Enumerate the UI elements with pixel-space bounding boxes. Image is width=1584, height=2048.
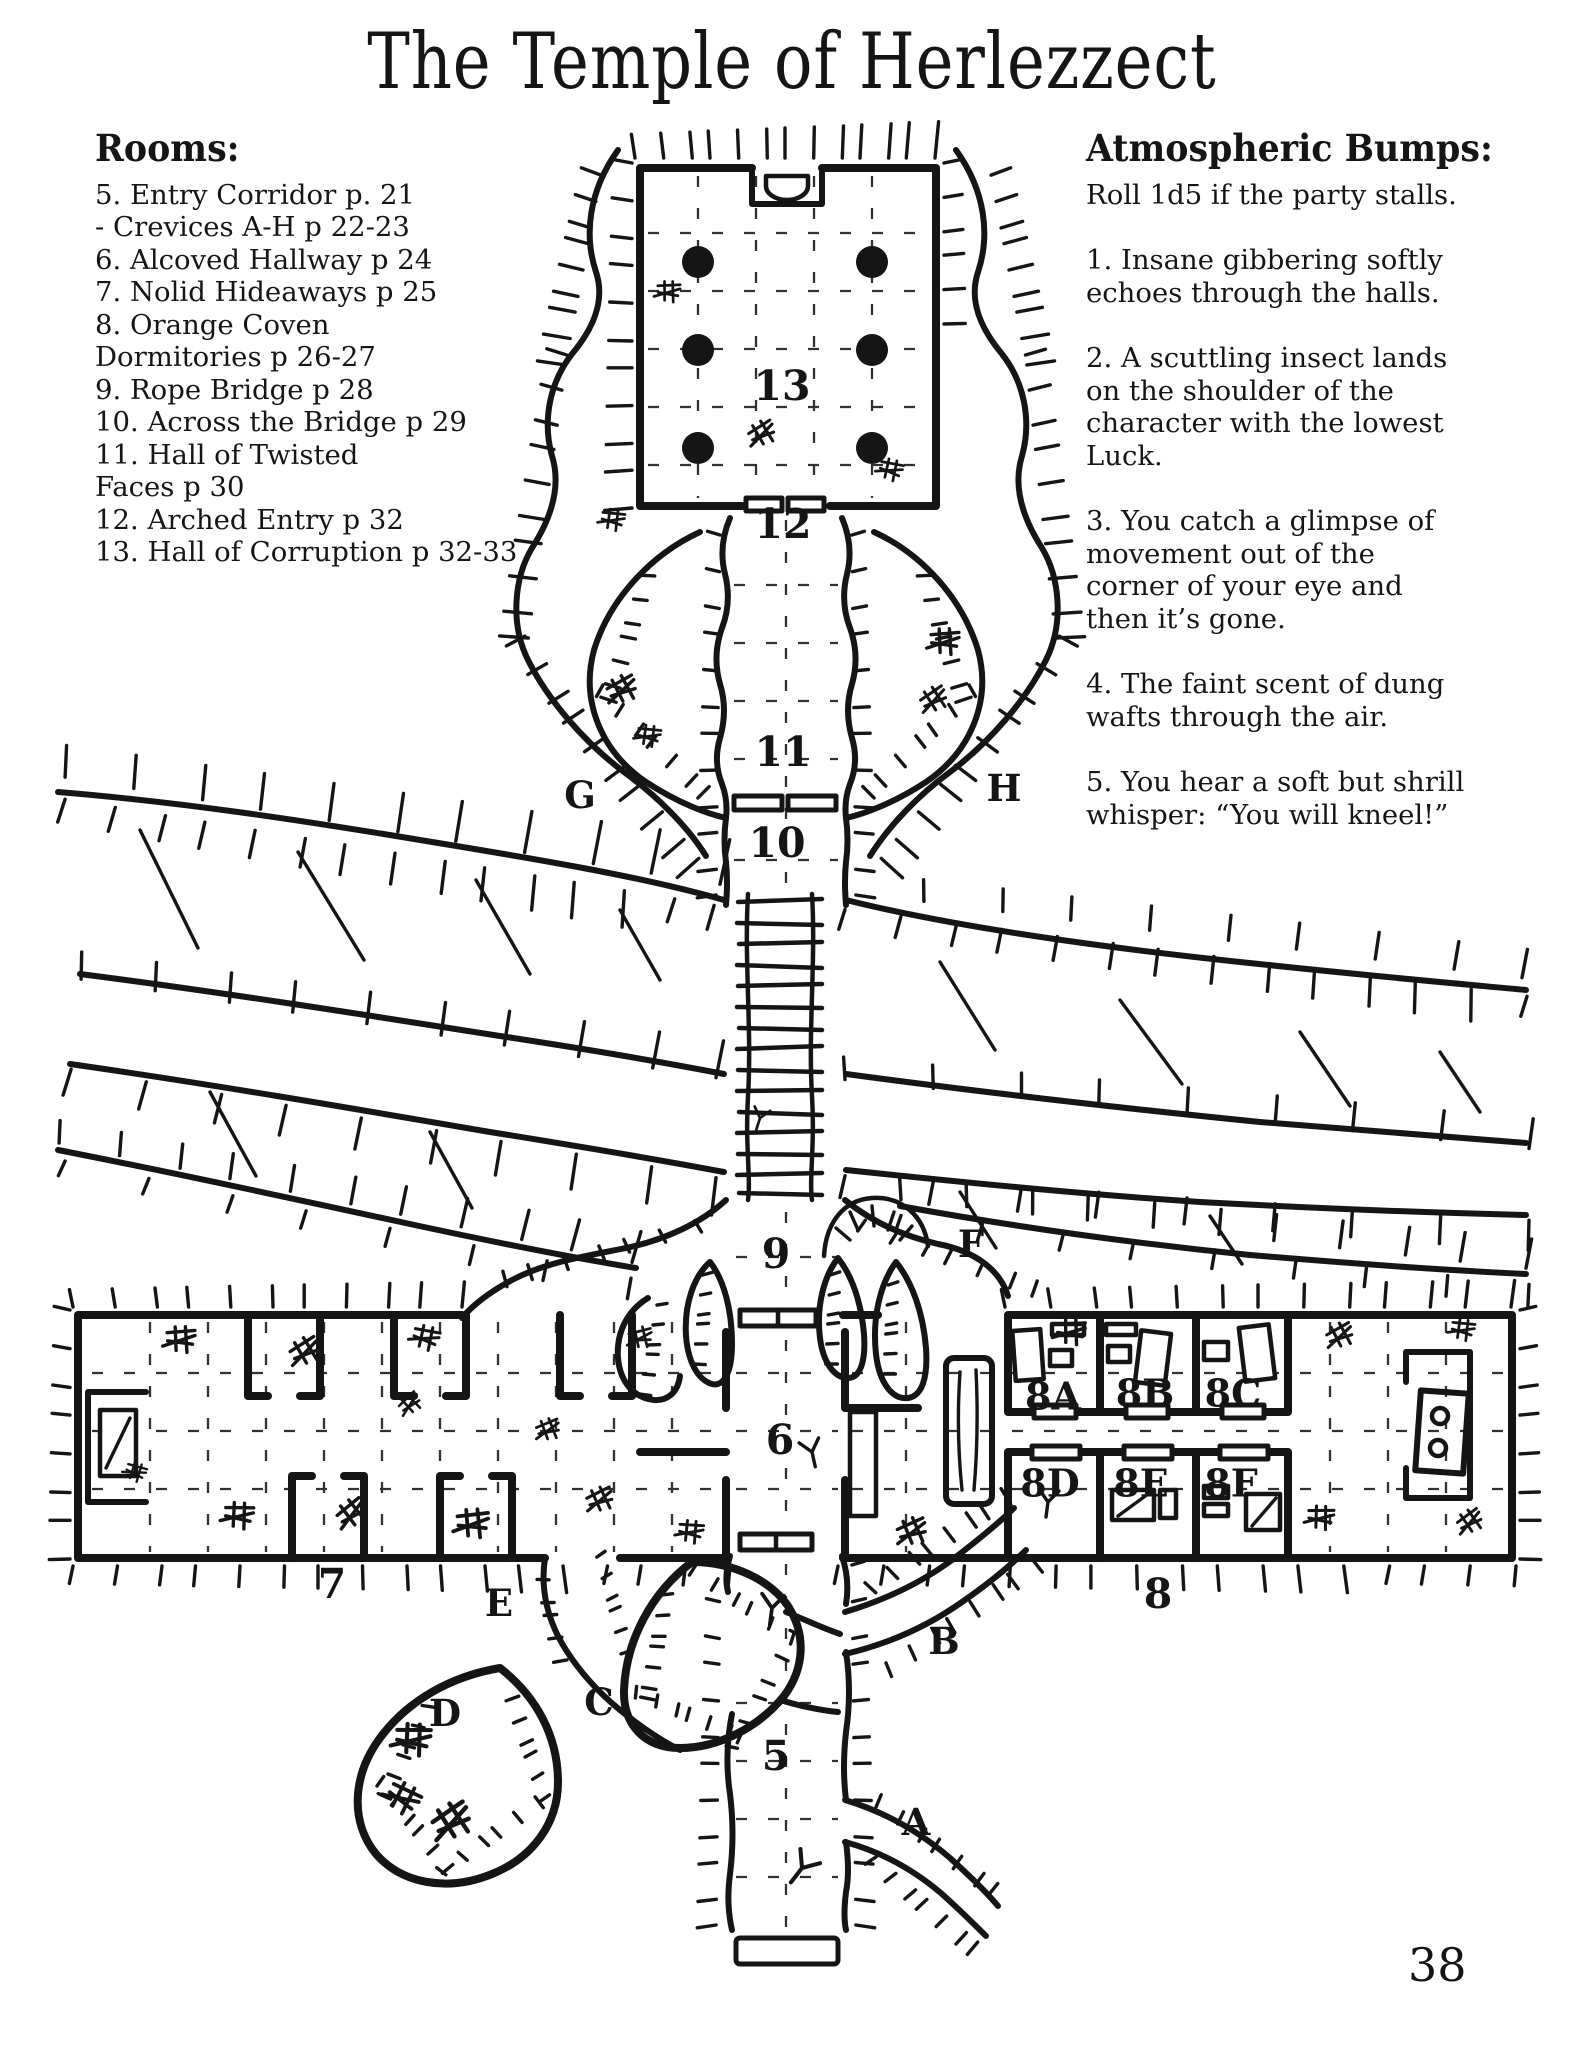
page-title: The Temple of Herlezzect	[367, 17, 1217, 107]
map-label-crevice-d: D	[428, 1691, 462, 1735]
rooms-line: 10. Across the Bridge p 29	[95, 406, 467, 439]
map-label-room-6: 6	[765, 1416, 795, 1464]
rooms-line: 7. Nolid Hideaways p 25	[95, 276, 438, 309]
page-number: 38	[1408, 1938, 1467, 1992]
map-label-room-7: 7	[317, 1560, 347, 1608]
bump-item: 4. The faint scent of dung wafts through…	[1086, 668, 1445, 733]
map-label-dorm-8a: 8A	[1025, 1373, 1081, 1419]
bumps-intro: Roll 1d5 if the party stalls.	[1086, 178, 1457, 211]
page-title-wrap: The Temple of Herlezzect	[0, 17, 1584, 107]
map-label-crevice-c: C	[584, 1680, 614, 1724]
map-label-dorm-8c: 8C	[1204, 1370, 1262, 1416]
map-label-room-8: 8	[1143, 1570, 1173, 1618]
doors-and-furniture	[731, 495, 1472, 1967]
pillars	[682, 246, 888, 464]
rope-bridge	[734, 891, 825, 1203]
map-label-crevice-h: H	[986, 766, 1022, 810]
map-label-room-12: 12	[754, 500, 812, 548]
map-label-room-10: 10	[748, 819, 806, 867]
map-label-crevice-a: A	[901, 1800, 931, 1844]
map-label-room-5: 5	[761, 1732, 791, 1780]
rooms-line: 11. Hall of Twisted	[95, 438, 359, 471]
rooms-line: 8. Orange Coven	[95, 308, 330, 341]
map-label-room-13: 13	[753, 362, 811, 410]
rooms-line: Dormitories p 26-27	[95, 341, 376, 374]
rooms-line: Faces p 30	[95, 471, 245, 504]
wall-hatching	[47, 120, 1543, 1957]
rooms-line: - Crevices A-H p 22-23	[95, 211, 410, 244]
rooms-line: 5. Entry Corridor p. 21	[95, 178, 416, 211]
bump-item: 5. You hear a soft but shrill whisper: “…	[1086, 766, 1465, 831]
map-label-crevice-g: G	[564, 773, 596, 817]
map-label-dorm-8e: 8E	[1113, 1460, 1169, 1506]
map-label-room-9: 9	[761, 1230, 791, 1278]
bump-item: 3. You catch a glimpse of movement out o…	[1086, 505, 1435, 635]
bumps-heading: Atmospheric Bumps:	[1086, 126, 1493, 170]
map-label-crevice-f: F	[957, 1222, 985, 1266]
map-label-dorm-8f: 8F	[1204, 1460, 1258, 1506]
rooms-heading: Rooms:	[95, 126, 240, 170]
rooms-line: 12. Arched Entry p 32	[95, 503, 404, 536]
bump-item: 1. Insane gibbering softly echoes throug…	[1086, 244, 1443, 309]
map-label-dorm-8d: 8D	[1020, 1460, 1080, 1506]
rooms-line: 9. Rope Bridge p 28	[95, 373, 374, 406]
cave-walls	[55, 147, 1529, 1939]
rooms-line: 13. Hall of Corruption p 32-33	[95, 536, 518, 569]
atmospheric-bumps: Atmospheric Bumps: Roll 1d5 if the party…	[1086, 126, 1493, 831]
map-label-room-11: 11	[754, 728, 812, 776]
rooms-legend: Rooms: 5. Entry Corridor p. 21 - Crevice…	[95, 128, 525, 569]
map-label-crevice-e: E	[484, 1581, 514, 1625]
rooms-line: 6. Alcoved Hallway p 24	[95, 243, 433, 276]
map-label-crevice-b: B	[928, 1619, 960, 1663]
map-label-dorm-8b: 8B	[1115, 1370, 1175, 1416]
bump-item: 2. A scuttling insect lands on the shoul…	[1086, 342, 1448, 472]
